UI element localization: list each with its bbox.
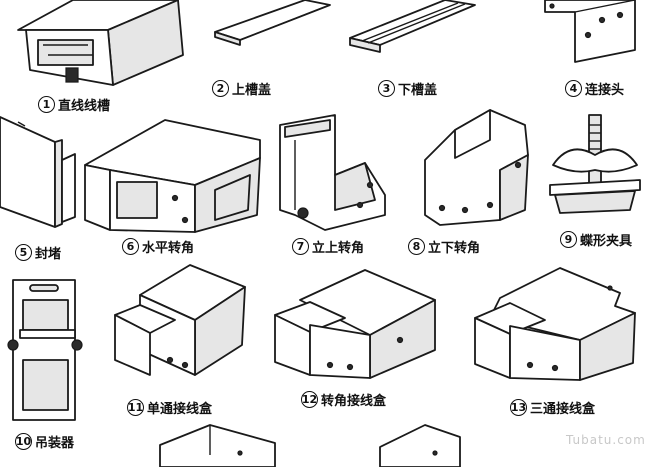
- tee-box-drawing: [474, 267, 636, 381]
- caption-lower-cover: 3 下槽盖: [378, 79, 437, 98]
- corner-box-drawing: [274, 269, 436, 379]
- caption-corner-box: 12 转角接线盒: [301, 390, 386, 409]
- part-number-badge: 3: [378, 80, 395, 97]
- part-label: 直线线槽: [58, 99, 111, 114]
- upper-cover-drawing: [214, 0, 331, 46]
- caption-straight-trunking: 1 直线线槽: [38, 95, 110, 114]
- single-way-box-drawing: [114, 264, 246, 376]
- part-number-badge: 12: [301, 391, 318, 408]
- part-label: 吊装器: [35, 436, 75, 451]
- part-number-badge: 9: [560, 231, 577, 248]
- part-number-badge: 13: [510, 399, 527, 416]
- part-number-badge: 4: [565, 80, 582, 97]
- connector-drawing: [544, 0, 636, 63]
- part-label: 水平转角: [142, 241, 195, 256]
- part-label: 封堵: [35, 247, 62, 262]
- part-number-badge: 8: [408, 238, 425, 255]
- butterfly-clamp-drawing: [549, 114, 641, 214]
- part-label: 连接头: [585, 83, 625, 98]
- caption-hanger: 10 吊装器: [15, 432, 74, 451]
- part-label: 蝶形夹具: [580, 234, 633, 249]
- part-number-badge: 5: [15, 244, 32, 261]
- part-label: 立上转角: [312, 241, 365, 256]
- partial-box-drawing-left: [159, 424, 276, 467]
- vertical-up-elbow-drawing: [279, 114, 386, 231]
- caption-tee-box: 13 三通接线盒: [510, 398, 595, 417]
- caption-vertical-down-elbow: 8 立下转角: [408, 237, 480, 256]
- lower-cover-drawing: [349, 0, 476, 53]
- part-number-badge: 1: [38, 96, 55, 113]
- caption-vertical-up-elbow: 7 立上转角: [292, 237, 364, 256]
- part-number-badge: 11: [127, 399, 144, 416]
- hanger-drawing: [7, 279, 83, 421]
- partial-box-drawing-right: [379, 424, 461, 467]
- caption-upper-cover: 2 上槽盖: [212, 79, 271, 98]
- vertical-down-elbow-drawing: [424, 109, 529, 226]
- part-label: 立下转角: [428, 241, 481, 256]
- part-label: 转角接线盒: [321, 394, 387, 409]
- part-number-badge: 2: [212, 80, 229, 97]
- caption-single-way-box: 11 单通接线盒: [127, 398, 212, 417]
- part-label: 单通接线盒: [147, 402, 213, 417]
- caption-butterfly-clamp: 9 蝶形夹具: [560, 230, 632, 249]
- part-label: 下槽盖: [398, 83, 438, 98]
- caption-connector: 4 连接头: [565, 79, 624, 98]
- part-number-badge: 6: [122, 238, 139, 255]
- part-label: 三通接线盒: [530, 402, 596, 417]
- caption-end-cap: 5 封堵: [15, 243, 61, 262]
- straight-trunking-drawing: [17, 0, 184, 86]
- end-cap-drawing: [0, 116, 76, 228]
- caption-horizontal-elbow: 6 水平转角: [122, 237, 194, 256]
- part-number-badge: 10: [15, 433, 32, 450]
- horizontal-elbow-drawing: [84, 119, 261, 233]
- part-label: 上槽盖: [232, 83, 272, 98]
- watermark: Tubatu.com: [566, 433, 646, 447]
- part-number-badge: 7: [292, 238, 309, 255]
